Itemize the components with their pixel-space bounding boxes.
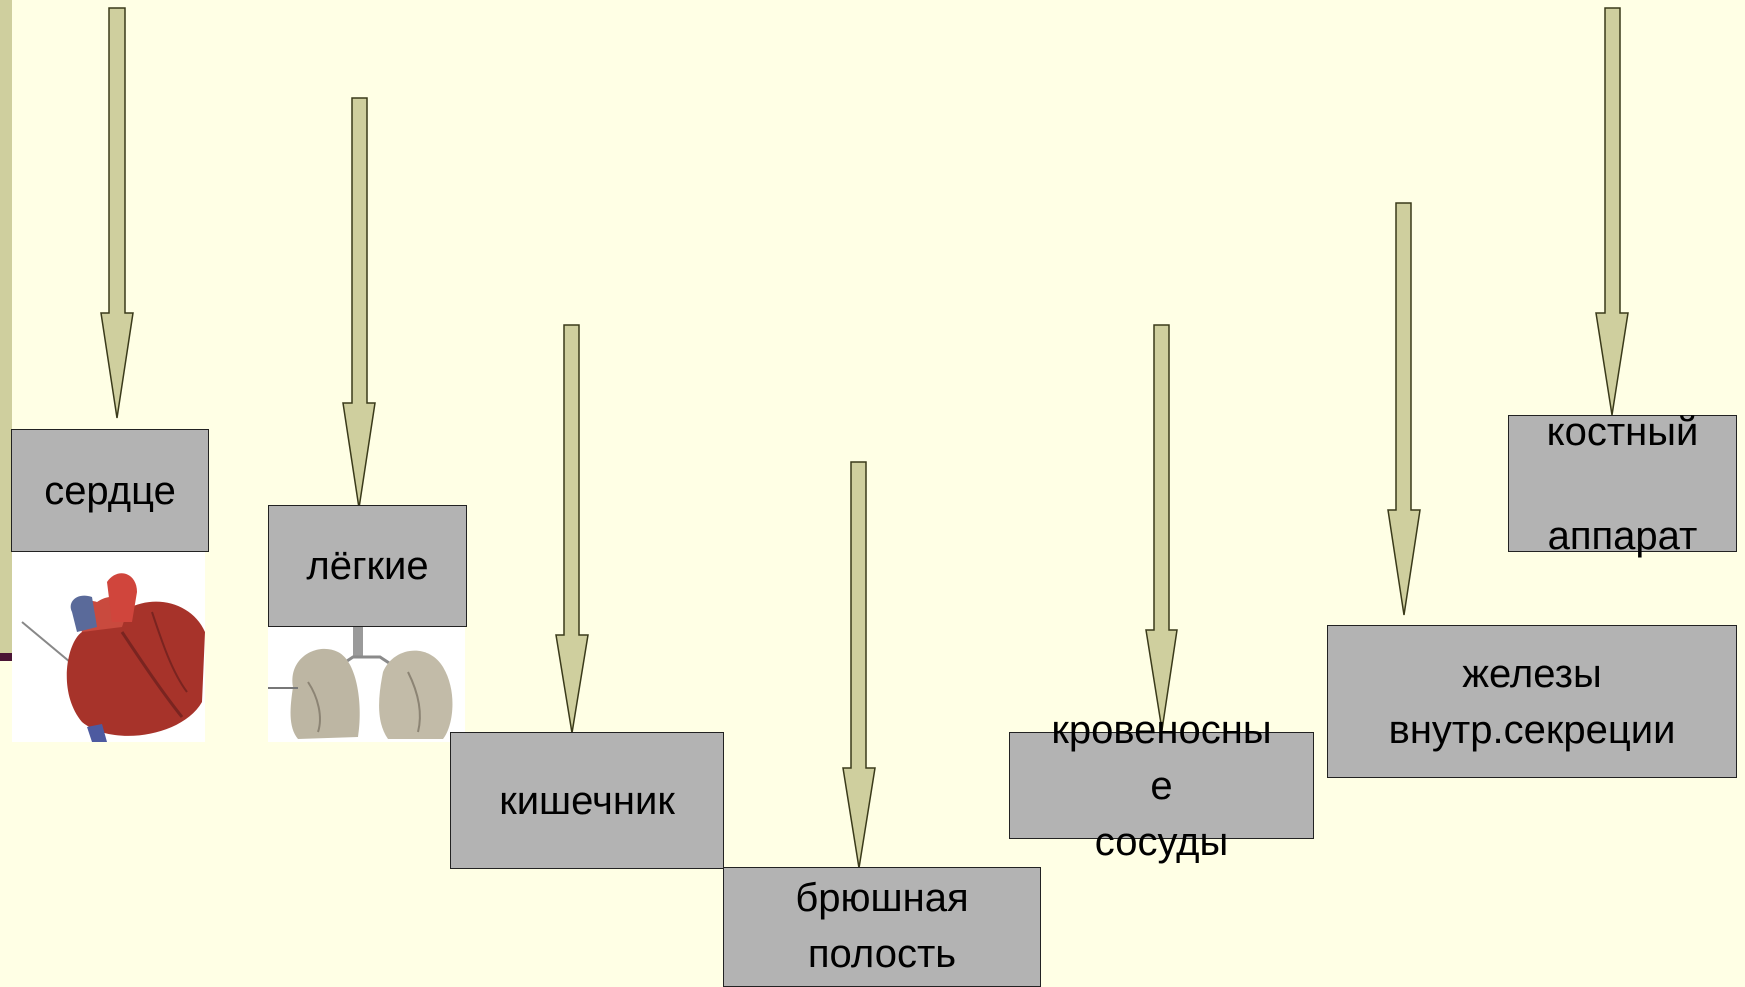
arrow-intestine <box>555 324 589 734</box>
box-lungs: лёгкие <box>268 505 467 627</box>
arrow-glands <box>1387 202 1421 616</box>
heart-image <box>12 552 205 742</box>
arrow-heart <box>100 7 134 419</box>
label-heart: сердце <box>44 468 176 513</box>
arrow-bone <box>1595 7 1629 416</box>
arrow-abdominal <box>842 461 876 869</box>
left-accent-bar <box>0 0 12 660</box>
label-lungs: лёгкие <box>306 544 429 588</box>
label-vessels: кровеносны е сосуды <box>1051 707 1272 864</box>
box-vessels: кровеносны е сосуды <box>1009 708 1314 864</box>
box-intestine: кишечник <box>450 732 724 869</box>
lungs-image <box>268 627 465 742</box>
label-abdominal: брюшная полость <box>795 876 969 976</box>
box-bone: костный аппарат <box>1508 410 1737 558</box>
box-abdominal: брюшная полость <box>723 867 1041 987</box>
box-glands: железы внутр.секреции <box>1327 625 1737 778</box>
label-glands: железы внутр.секреции <box>1388 651 1676 752</box>
box-heart: сердце <box>11 429 209 552</box>
label-bone: костный аппарат <box>1546 409 1699 558</box>
label-intestine: кишечник <box>499 778 675 823</box>
arrow-vessels <box>1145 324 1178 731</box>
arrow-lungs <box>342 97 376 509</box>
left-accent-tick <box>0 653 12 661</box>
